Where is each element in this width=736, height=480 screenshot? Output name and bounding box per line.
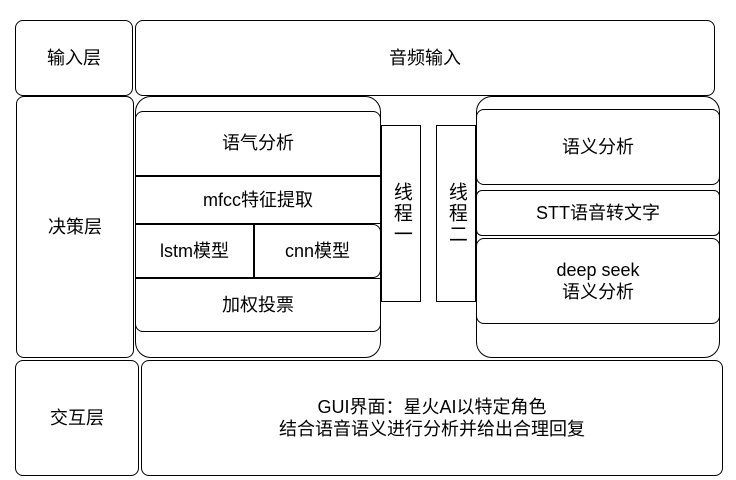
thread-two-box: 线程二: [436, 125, 476, 302]
gui-interface-box: GUI界面：星火AI以特定角色 结合语音语义进行分析并给出合理回复: [141, 360, 723, 476]
interaction-layer-label: 交互层: [15, 360, 139, 476]
thread-one-label: 线程一: [390, 182, 412, 245]
decision-layer-label: 决策层: [16, 96, 134, 358]
cnn-model-box: cnn模型: [254, 224, 381, 278]
mfcc-feature-box: mfcc特征提取: [135, 176, 381, 224]
deepseek-semantic-box: deep seek 语义分析: [476, 238, 720, 324]
thread-two-label: 线程二: [445, 182, 467, 245]
input-layer-label: 输入层: [15, 20, 133, 96]
weighted-voting-box: 加权投票: [135, 278, 381, 332]
lstm-model-box: lstm模型: [135, 224, 254, 278]
stt-box: STT语音转文字: [476, 190, 720, 236]
semantic-analysis-box: 语义分析: [476, 109, 720, 185]
thread-one-box: 线程一: [381, 125, 421, 302]
audio-input-box: 音频输入: [135, 20, 715, 96]
tone-analysis-box: 语气分析: [135, 111, 381, 176]
